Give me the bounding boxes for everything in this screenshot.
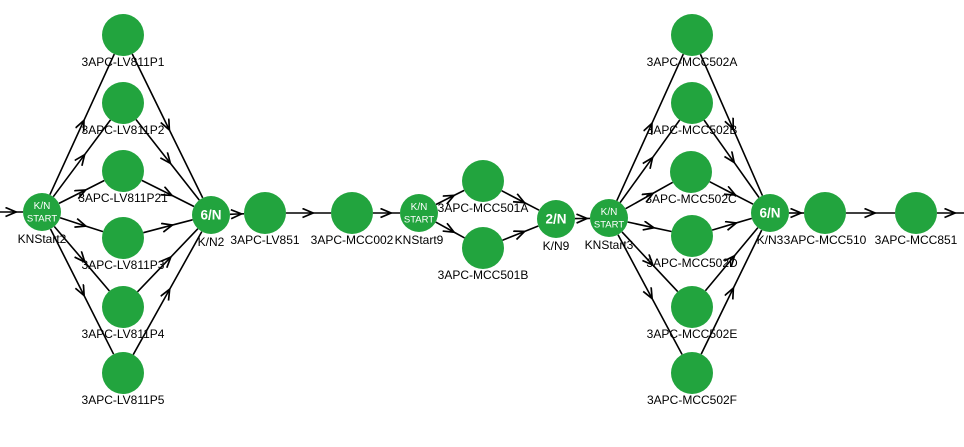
node-label-mcc502b: 3APC-MCC502B <box>647 123 738 137</box>
node-label-lv811p4: 3APC-LV811P4 <box>82 327 165 341</box>
edge-knstart3-mcc502d <box>627 222 672 233</box>
node-text-knstart3-line1: K/N <box>601 207 618 218</box>
edge-knstart2-lv811p1 <box>49 53 116 196</box>
node-mcc502b[interactable] <box>671 82 713 124</box>
node-label-kn2: K/N2 <box>198 235 225 249</box>
node-label-lv811p5: 3APC-LV811P5 <box>82 393 165 407</box>
node-labels-layer: KNStart2 3APC-LV811P1 3APC-LV811P2 3APC-LV8… <box>18 55 958 407</box>
node-lv851[interactable] <box>244 192 286 234</box>
node-mcc510[interactable] <box>804 192 846 234</box>
node-mcc502e[interactable] <box>671 286 713 328</box>
node-label-mcc502f: 3APC-MCC502F <box>647 393 737 407</box>
node-label-lv811p1: 3APC-LV811P1 <box>82 55 165 69</box>
node-mcc502f[interactable] <box>671 352 713 394</box>
edge-mcc501b-kn9 <box>502 225 539 241</box>
node-label-mcc501a: 3APC-MCC501A <box>438 201 529 215</box>
edge-lv811p21-kn2 <box>141 179 195 208</box>
node-text-kn2: 6/N <box>200 208 221 223</box>
node-text-knstart9-line1: K/N <box>411 202 428 213</box>
node-label-lv811p3: 3APC-LV811P3 <box>82 258 165 272</box>
node-label-mcc002: 3APC-MCC002 <box>311 233 394 247</box>
node-mcc851[interactable] <box>895 192 937 234</box>
node-lv811p2[interactable] <box>102 82 144 124</box>
node-label-mcc501b: 3APC-MCC501B <box>438 268 529 282</box>
node-knstart3[interactable] <box>590 199 628 237</box>
node-label-mcc502d: 3APC-MCC502D <box>646 256 738 270</box>
node-mcc002[interactable] <box>331 192 373 234</box>
edge-knstart2-lv811p5 <box>49 228 115 355</box>
edge-mcc502f-kn3 <box>700 229 763 355</box>
node-text-knstart2-line1: K/N <box>34 201 51 212</box>
edge-lv811p3-kn2 <box>143 219 193 234</box>
edge-knstart9-mcc501a <box>435 189 465 206</box>
edge-knstart9-mcc501b <box>435 221 465 239</box>
edge-mcc501a-kn9 <box>501 189 540 211</box>
node-label-mcc502a: 3APC-MCC502A <box>647 55 738 69</box>
edge-knstart2-lv811p21 <box>58 179 105 205</box>
node-text-knstart9-line2: START <box>404 215 434 226</box>
edge-knstart3-mcc502a <box>616 53 685 202</box>
edge-knstart2-lv811p4 <box>53 225 111 292</box>
node-text-kn3: 6/N <box>759 206 780 221</box>
edge-knstart3-mcc502e <box>621 231 679 293</box>
node-kn3[interactable] <box>751 194 789 232</box>
node-label-kn3: K/N3 <box>757 233 784 247</box>
node-kn9[interactable] <box>537 200 575 238</box>
node-label-knstart9: KNStart9 <box>395 233 444 247</box>
node-mcc502c[interactable] <box>670 151 712 193</box>
edge-lv811p1-kn2 <box>131 53 204 199</box>
edge-lv811p4-kn2 <box>136 228 199 293</box>
node-text-knstart2-line2: START <box>27 214 57 225</box>
edge-mcc502a-kn3 <box>699 53 764 196</box>
node-label-mcc510: 3APC-MCC510 <box>784 233 867 247</box>
edge-mcc502c-kn3 <box>709 180 754 205</box>
node-lv811p5[interactable] <box>102 352 144 394</box>
edge-lv811p5-kn2 <box>132 231 203 356</box>
node-label-kn9: K/N9 <box>543 239 570 253</box>
edge-knstart3-mcc502b <box>619 119 681 204</box>
node-mcc501b[interactable] <box>462 227 504 269</box>
node-mcc502d[interactable] <box>671 215 713 257</box>
node-mcc501a[interactable] <box>462 160 504 202</box>
node-lv811p1[interactable] <box>102 14 144 56</box>
node-knstart2[interactable] <box>23 193 61 231</box>
node-label-knstart2: KNStart2 <box>18 232 67 246</box>
node-label-lv811p2: 3APC-LV811P2 <box>82 123 165 137</box>
node-label-mcc851: 3APC-MCC851 <box>875 233 958 247</box>
node-label-mcc502e: 3APC-MCC502E <box>647 327 738 341</box>
node-kn2[interactable] <box>192 196 230 234</box>
node-label-lv811p21: 3APC-LV811P21 <box>78 191 168 205</box>
node-knstart9[interactable] <box>400 194 438 232</box>
edge-mcc502e-kn3 <box>704 227 759 292</box>
node-lv811p4[interactable] <box>102 286 144 328</box>
edge-lv811p2-kn2 <box>135 119 200 201</box>
nodes-layer: K/N START 6/N K/N START 2/N K/N START 6/N <box>23 14 937 394</box>
edge-mcc502b-kn3 <box>703 119 760 198</box>
node-lv811p21[interactable] <box>102 150 144 192</box>
edge-knstart3-mcc502c <box>625 181 674 210</box>
edge-knstart2-lv811p3 <box>59 217 104 233</box>
edge-kn2-lv851 <box>229 214 245 215</box>
edges-layer <box>0 53 964 356</box>
node-mcc502a[interactable] <box>671 14 713 56</box>
node-label-lv851: 3APC-LV851 <box>230 233 299 247</box>
node-text-knstart3-line2: START <box>594 220 624 231</box>
edge-knstart2-lv811p2 <box>52 119 112 198</box>
edge-mcc502d-kn3 <box>711 217 753 230</box>
node-label-mcc502c: 3APC-MCC502C <box>645 192 737 206</box>
node-lv811p3[interactable] <box>102 217 144 259</box>
node-text-kn9: 2/N <box>545 212 566 227</box>
edge-knstart3-mcc502f <box>617 234 683 355</box>
